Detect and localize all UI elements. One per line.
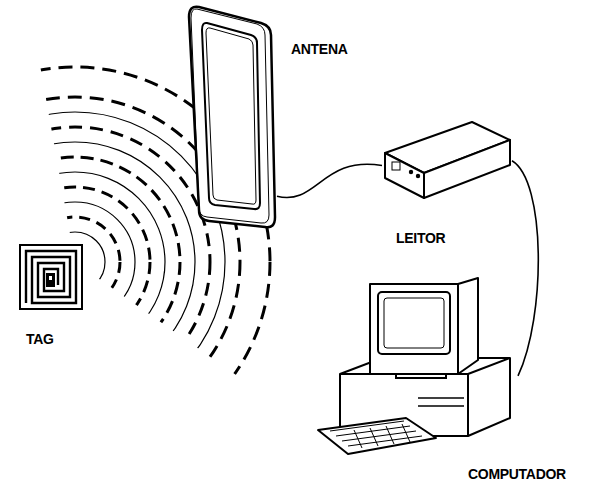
computer-shape <box>318 278 518 456</box>
reader-device-shape <box>382 118 512 213</box>
antenna-panel: ANTENA <box>185 5 277 230</box>
rfid-tag: TAG <box>18 243 84 311</box>
reader-device: LEITOR <box>382 118 512 213</box>
part-label: TAG <box>26 331 54 347</box>
part-label: LEITOR <box>396 230 445 246</box>
rfid-tag-shape <box>18 243 84 311</box>
antenna-panel-shape <box>185 5 277 230</box>
part-label: ANTENA <box>291 41 348 57</box>
cable <box>277 164 382 197</box>
computer: COMPUTADOR <box>318 278 518 456</box>
cable <box>512 161 538 376</box>
part-label: COMPUTADOR <box>468 466 566 482</box>
